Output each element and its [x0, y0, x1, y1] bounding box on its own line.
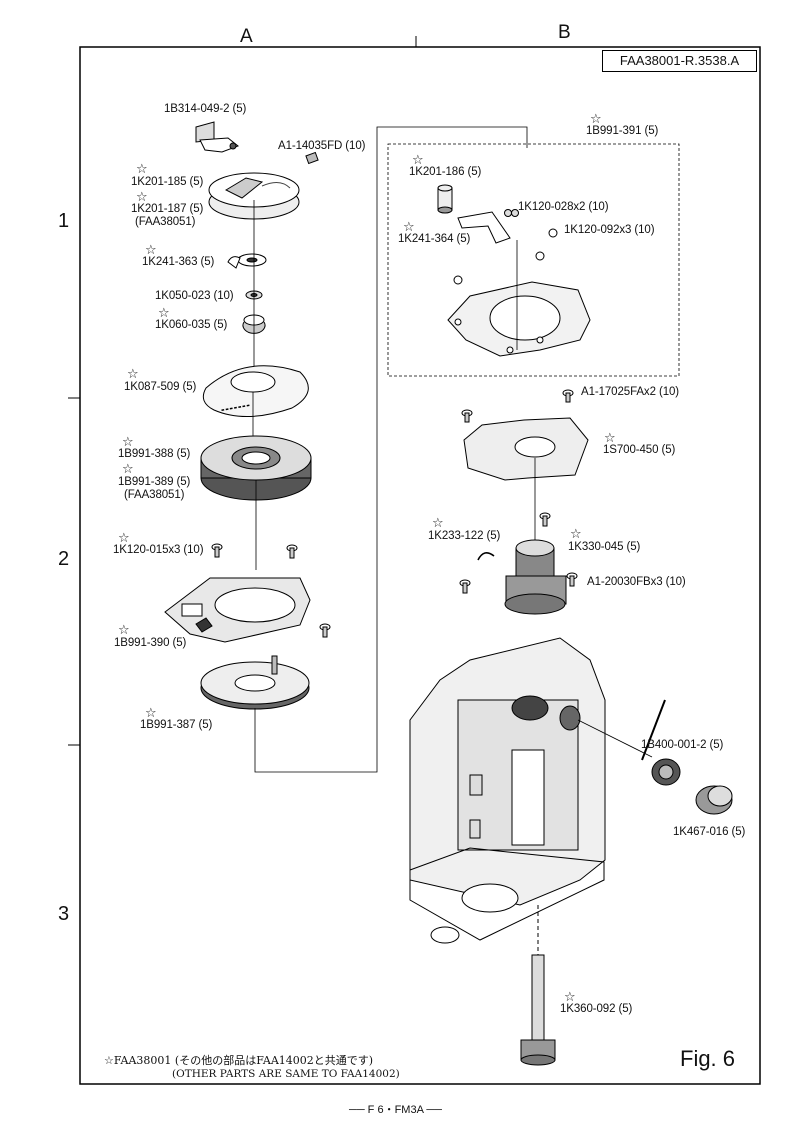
star-marker: ☆ [145, 706, 157, 721]
part-label: 1K087-509 (5) [124, 381, 197, 393]
star-marker: ☆ [570, 527, 582, 542]
part-label: 1K201-187 (5) [131, 203, 204, 215]
part-label: 1K201-186 (5) [409, 166, 482, 178]
part-label: 1K201-185 (5) [131, 176, 204, 188]
shutter-dial-part [200, 435, 312, 501]
star-marker: ☆ [118, 531, 130, 546]
part-label: 1B991-390 (5) [114, 637, 187, 649]
knob-1k467 [695, 785, 733, 815]
star-marker: ☆ [122, 435, 134, 450]
shield-plate-1s700 [463, 417, 589, 481]
part-label: 1K241-363 (5) [142, 256, 215, 268]
row-label-1: 1 [58, 210, 70, 232]
star-marker: ☆ [136, 190, 148, 205]
top-cover-plate-part [164, 577, 311, 643]
scale-plate-part: - - - - - - - [202, 365, 309, 417]
page-footer: ── F 6・FM3A ── [349, 1104, 442, 1116]
star-marker: ☆ [403, 220, 415, 235]
note-japanese: ☆FAA38001 (その他の部品はFAA14002と共通です) [104, 1054, 374, 1067]
star-marker: ☆ [127, 367, 139, 382]
star-marker: ☆ [432, 516, 444, 531]
part-label: 1K241-364 (5) [398, 233, 471, 245]
row-label-3: 3 [58, 903, 70, 925]
star-marker: ☆ [158, 306, 170, 321]
column-label-a: A [240, 26, 253, 47]
subassembly-box [387, 143, 680, 377]
document-id-box: FAA38001-R.3538.A [602, 50, 757, 72]
rewind-knob-part [195, 121, 239, 153]
part-label: 1B991-389 (5) [118, 476, 191, 488]
star-marker: ☆ [118, 623, 130, 638]
part-label: 1B314-049-2 (5) [164, 103, 247, 115]
connector-line-a-b [254, 126, 528, 773]
small-pin-part [437, 184, 453, 214]
screw-a1-14035 [305, 151, 319, 165]
strap-lug-1b400 [641, 699, 681, 786]
part-label: (FAA38051) [124, 489, 185, 501]
part-label: 1S700-450 (5) [603, 444, 676, 456]
part-label: A1-14035FD (10) [278, 140, 366, 152]
part-label: 1K120-028x2 (10) [518, 201, 609, 213]
part-label: 1K467-016 (5) [673, 826, 746, 838]
part-label: 1B991-387 (5) [140, 719, 213, 731]
shaft-1k360 [520, 905, 556, 1066]
part-label: A1-20030FBx3 (10) [587, 576, 686, 588]
base-dial-part [200, 655, 310, 710]
part-label: (FAA38051) [135, 216, 196, 228]
star-marker: ☆ [590, 112, 602, 127]
part-label: 1K120-015x3 (10) [113, 544, 204, 556]
camera-body-top [409, 637, 606, 944]
screws-1k120-015 [211, 543, 331, 638]
note-english: (OTHER PARTS ARE SAME TO FAA14002) [172, 1068, 400, 1080]
star-marker: ☆ [136, 162, 148, 177]
part-label: 1K050-023 (10) [155, 290, 234, 302]
part-label: 1K060-035 (5) [155, 319, 228, 331]
part-label: A1-17025FAx2 (10) [581, 386, 680, 398]
column-label-b: B [558, 22, 571, 43]
star-marker: ☆ [564, 990, 576, 1005]
lever-plate-part [453, 209, 558, 285]
rewind-shaft-housing [459, 512, 578, 615]
part-label: 1B991-388 (5) [118, 448, 191, 460]
mirror-box-plate-part [447, 281, 591, 357]
star-marker: ☆ [604, 431, 616, 446]
part-label: 1K233-122 (5) [428, 530, 501, 542]
figure-label: Fig. 6 [680, 1046, 736, 1071]
part-label: 1K120-092x3 (10) [564, 224, 655, 236]
part-label: 1B991-391 (5) [586, 125, 659, 137]
row-label-2: 2 [58, 548, 70, 570]
star-marker: ☆ [122, 462, 134, 477]
part-label: 1K330-045 (5) [568, 541, 641, 553]
part-label: 1K360-092 (5) [560, 1003, 633, 1015]
star-marker: ☆ [412, 153, 424, 168]
star-marker: ☆ [145, 243, 157, 258]
page-frame [79, 46, 761, 1085]
part-label: 1B400-001-2 (5) [641, 739, 724, 751]
screws-a1-17025 [461, 389, 574, 423]
